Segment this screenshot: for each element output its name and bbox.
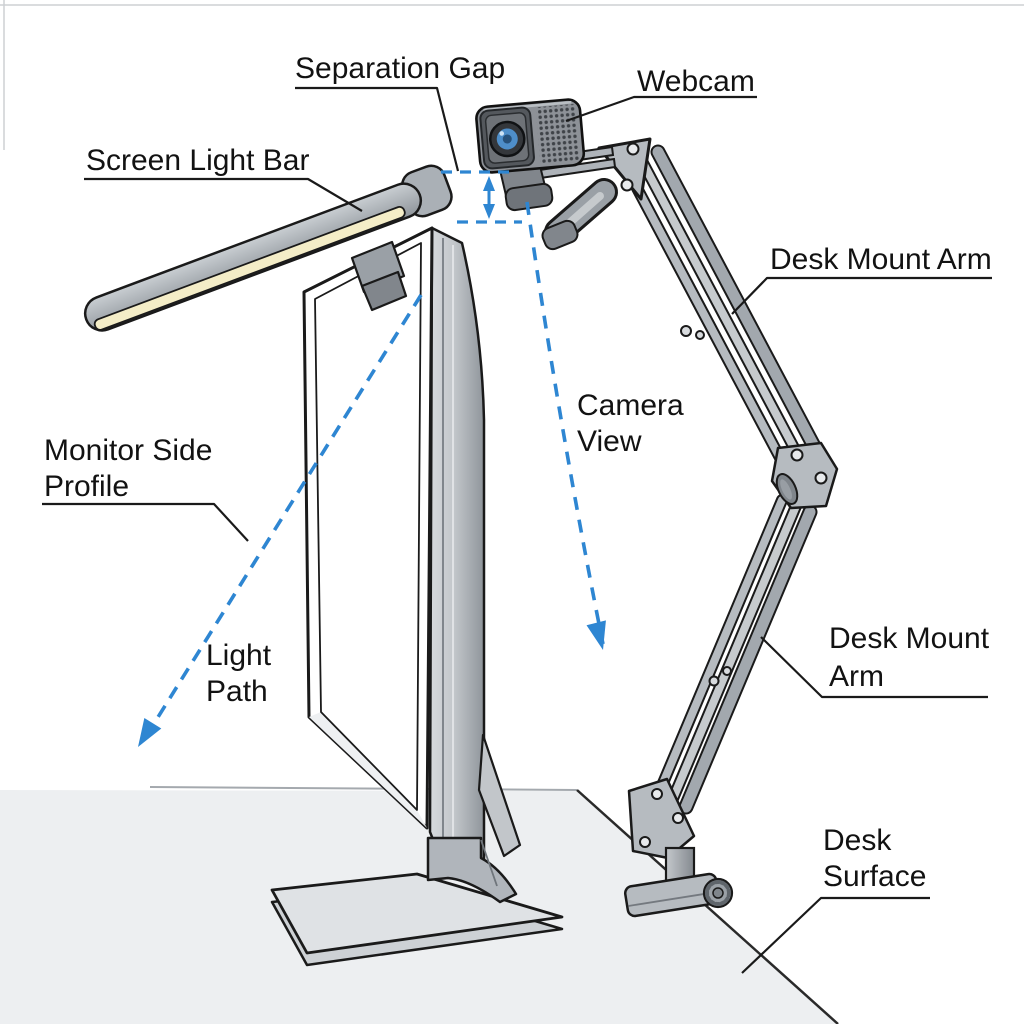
- elbow-hole-2: [814, 471, 828, 485]
- bracket-hole-3: [639, 836, 651, 848]
- webcam-mount-clip: [504, 182, 554, 212]
- device-holder: [541, 178, 618, 251]
- lower-rod-1: [654, 496, 786, 799]
- upper-arm-spring-pin-2: [695, 330, 705, 340]
- label-desk-surface-line2: Surface: [823, 860, 926, 893]
- top-plate-rivet-1: [626, 142, 640, 156]
- label-monitor-side-profile-line2: Profile: [44, 470, 129, 503]
- webcam-lens-highlight: [499, 131, 505, 136]
- leader-monitor-side-profile: [42, 502, 249, 542]
- leader-webcam: [565, 95, 757, 123]
- monitor-stand-base: [270, 836, 564, 967]
- desk-back-edge: [149, 786, 578, 791]
- label-camera-view-line1: Camera: [577, 389, 684, 422]
- lower-rod-3: [680, 506, 816, 813]
- labels: Separation Gap Webcam Screen Light Bar D…: [44, 52, 992, 893]
- elbow-joint: [770, 441, 839, 510]
- upper-arm-spring-pin-1: [680, 325, 692, 337]
- monitor-side-profile: [302, 226, 434, 830]
- leader-desk-mount-arm-upper: [731, 276, 992, 315]
- clamp-knob: [702, 877, 734, 909]
- gap-arrow-up-icon: [483, 176, 495, 191]
- label-screen-light-bar: Screen Light Bar: [86, 144, 309, 177]
- label-separation-gap: Separation Gap: [295, 52, 505, 85]
- bracket-hole-2: [672, 812, 684, 824]
- clamp-knob-center: [712, 887, 724, 899]
- light-bar-glow-strip: [93, 206, 406, 331]
- leader-separation-gap: [295, 86, 460, 172]
- light-path-annotation: [138, 294, 423, 747]
- leader-desk-mount-arm-lower: [760, 636, 988, 699]
- holder-inner-face: [562, 192, 604, 230]
- base-top-face: [270, 872, 564, 955]
- lower-rod-2: [668, 502, 800, 805]
- top-plate-rivet-2: [620, 178, 634, 192]
- elbow-hole-1: [790, 448, 804, 462]
- monitor-back-slab: [428, 226, 486, 874]
- label-light-path-line2: Path: [206, 675, 268, 708]
- stand-neck-seam: [480, 839, 498, 887]
- clamp-beam-edge: [628, 891, 717, 907]
- label-camera-view-line2: View: [577, 425, 642, 458]
- label-desk-mount-arm-lower-line2: Arm: [829, 660, 884, 693]
- monitor-front-face: [302, 226, 434, 830]
- clamp-knob-knurl: [705, 880, 731, 906]
- upper-rod-1: [625, 169, 791, 475]
- leader-screen-light-bar: [84, 177, 363, 212]
- holder-end-cap: [541, 219, 579, 251]
- desk-mount-arm-lower: [623, 494, 818, 918]
- webcam-mic-grille: [535, 103, 581, 164]
- label-light-path-line1: Light: [206, 639, 272, 672]
- webcam: [475, 98, 586, 212]
- leader-desk-surface: [741, 896, 930, 974]
- label-desk-surface-line1: Desk: [823, 824, 892, 857]
- light-bar-clip-lower: [360, 270, 408, 312]
- stand-rear-wedge: [477, 733, 522, 858]
- monitor-bottom-bezel: [309, 712, 427, 828]
- stand-neck: [426, 836, 518, 904]
- desk-right-edge: [576, 789, 839, 1024]
- desk-mount-arm-upper: [522, 137, 839, 510]
- camera-view-arrowhead-icon: [586, 620, 606, 650]
- elbow-knob-highlight: [780, 479, 792, 500]
- screen-light-bar: [83, 164, 453, 332]
- separation-gap-indicator: [441, 170, 522, 224]
- upper-rod-3: [652, 146, 822, 456]
- camera-view-annotation: [525, 201, 606, 650]
- monitor-back-panel: [428, 226, 522, 874]
- leader-lines: [42, 86, 992, 974]
- gap-arrow-down-icon: [483, 204, 495, 219]
- label-desk-mount-arm-upper: Desk Mount Arm: [770, 243, 992, 276]
- label-monitor-side-profile-line1: Monitor Side: [44, 434, 212, 467]
- upper-rod-2: [639, 159, 805, 465]
- bracket-hole-1: [651, 788, 663, 800]
- webcam-lens-pupil: [502, 134, 512, 144]
- label-webcam: Webcam: [637, 65, 755, 98]
- lower-arm-screw-2: [722, 666, 732, 676]
- camera-view-dashed-line: [525, 201, 605, 645]
- lower-arm-screw-1: [708, 675, 720, 687]
- label-desk-mount-arm-lower-line1: Desk Mount: [829, 622, 990, 655]
- light-path-arrowhead-icon: [138, 717, 162, 747]
